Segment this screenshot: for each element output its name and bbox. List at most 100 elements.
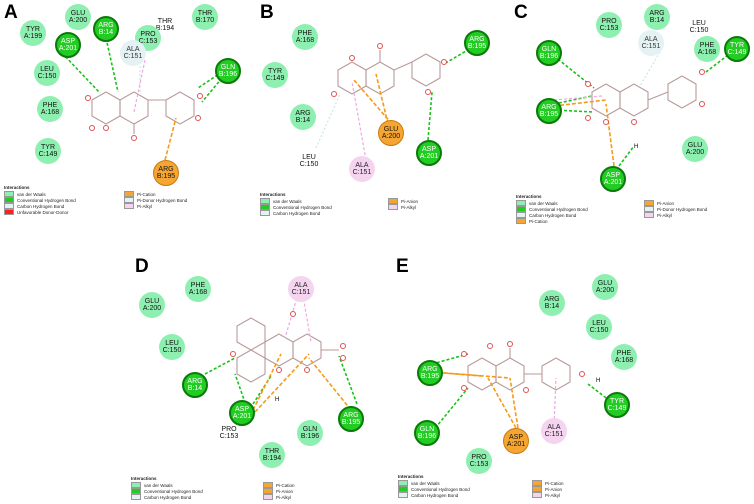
legend-item: Pi-Anion xyxy=(263,488,295,494)
residue-glu-a200: GLU A:200 xyxy=(139,292,165,318)
residue-glu-a200: GLU A:200 xyxy=(65,4,91,30)
panel-b: B PHE A:168 ARG B:195 TYR C:149 ARG B:14… xyxy=(256,0,506,250)
residue-glu-a200: GLU A:200 xyxy=(592,274,618,300)
residue-phe-a168: PHE A:168 xyxy=(37,96,63,122)
residue-pro-c153: PRO C:153 xyxy=(219,425,239,440)
legend-item: Pi-Cation xyxy=(532,480,564,486)
legend-item: Pi-Cation xyxy=(124,191,187,197)
legend-title: Interactions xyxy=(398,474,424,479)
residue-ala-c151: ALA C:151 xyxy=(541,418,567,444)
residue-leu-c150: LEU C:150 xyxy=(299,153,319,168)
legend-title: Interactions xyxy=(260,192,286,197)
residue-arg-b195: ARG B:195 xyxy=(338,406,364,432)
residue-pro-c153: PRO C:153 xyxy=(596,12,622,38)
legend-title: Interactions xyxy=(4,185,30,190)
residue-arg-b14: ARG B:14 xyxy=(539,290,565,316)
residue-ala-c151: ALA C:151 xyxy=(288,276,314,302)
residue-leu-c150: LEU C:150 xyxy=(689,19,709,34)
legend: Interactions van der Waals Conventional … xyxy=(260,192,490,216)
residue-ala-c151: ALA C:151 xyxy=(349,156,375,182)
residue-thr-b170: THR B:170 xyxy=(192,4,218,30)
residue-thr-b194: THR B:194 xyxy=(259,442,285,468)
panel-e: E H GLU A:200 ARG B:14 LEU C:150 PHE A:1… xyxy=(392,254,654,504)
hydrogen-label: H xyxy=(275,397,280,403)
panel-label: C xyxy=(514,2,528,23)
residue-gln-b196: GLN B:196 xyxy=(414,420,440,446)
panel-label: E xyxy=(396,256,409,277)
legend-item: Pi-Donor Hydrogen Bond xyxy=(644,206,707,212)
legend-item: Pi-Alkyl xyxy=(124,203,187,209)
residue-tyr-c149: TYR C:149 xyxy=(604,392,630,418)
legend-item: Conventional Hydrogen Bond xyxy=(516,206,644,212)
legend: Interactions van der Waals Conventional … xyxy=(131,476,371,500)
panel-label: A xyxy=(4,2,18,23)
residue-arg-b14: ARG B:14 xyxy=(182,372,208,398)
legend-item: van der Waals xyxy=(516,200,644,206)
legend-item: Pi-Alkyl xyxy=(263,494,295,500)
legend-item: Carbon Hydrogen Bond xyxy=(516,212,644,218)
residue-leu-c150: LEU C:150 xyxy=(586,314,612,340)
molecule-diagram xyxy=(553,51,733,171)
residue-ala-c151: ALA C:151 xyxy=(638,30,664,56)
residue-arg-b14: ARG B:14 xyxy=(290,104,316,130)
residue-gln-b196: GLN B:196 xyxy=(297,420,323,446)
legend-item: Pi-Alkyl xyxy=(388,204,418,210)
legend-item: Conventional Hydrogen Bond xyxy=(398,486,532,492)
legend-item: Pi-Anion xyxy=(644,200,707,206)
panel-label: B xyxy=(260,2,274,23)
legend-item: Pi-Cation xyxy=(516,218,644,224)
legend-item: Conventional Hydrogen Bond xyxy=(131,488,263,494)
residue-phe-a168: PHE A:168 xyxy=(611,344,637,370)
residue-asp-a201: ASP A:201 xyxy=(503,428,529,454)
hydrogen-label: H xyxy=(596,378,601,384)
residue-gln-b196: GLN B:196 xyxy=(215,58,241,84)
legend-item: van der Waals xyxy=(260,198,388,204)
legend-item: Conventional Hydrogen Bond xyxy=(260,204,388,210)
residue-tyr-c149: TYR C:149 xyxy=(35,138,61,164)
molecule-diagram xyxy=(204,283,358,413)
legend-item: Pi-Anion xyxy=(532,486,564,492)
residue-glu-a200: GLU A:200 xyxy=(682,136,708,162)
residue-arg-b195: ARG B:195 xyxy=(464,30,490,56)
legend-item: Pi-Alkyl xyxy=(644,212,707,218)
legend-item: van der Waals xyxy=(398,480,532,486)
residue-glu-a200: GLU A:200 xyxy=(378,120,404,146)
molecule-diagram xyxy=(61,37,223,161)
legend-title: Interactions xyxy=(516,194,542,199)
residue-asp-a201: ASP A:201 xyxy=(600,166,626,192)
residue-phe-a168: PHE A:168 xyxy=(185,276,211,302)
legend-item: Carbon Hydrogen Bond xyxy=(260,210,388,216)
legend-item: Pi-Alkyl xyxy=(532,492,564,498)
legend-item: Pi-Donor Hydrogen Bond xyxy=(124,197,187,203)
residue-tyr-c149: TYR C:149 xyxy=(724,36,750,62)
residue-gln-b196: GLN B:196 xyxy=(536,40,562,66)
legend: Interactions van der Waals Conventional … xyxy=(4,185,234,215)
residue-phe-a168: PHE A:168 xyxy=(292,24,318,50)
legend-item: Pi-Anion xyxy=(388,198,418,204)
panel-a: A GLU A:200 TYR A:199 ARG B:14 ASP A:201… xyxy=(0,0,250,250)
legend-item: van der Waals xyxy=(131,482,263,488)
residue-tyr-a199: TYR A:199 xyxy=(20,20,46,46)
hydrogen-label: H xyxy=(634,144,639,150)
legend-item: Unfavorable Donor-Donor xyxy=(4,209,124,215)
legend-title: Interactions xyxy=(131,476,157,481)
residue-tyr-c149: TYR C:149 xyxy=(262,62,288,88)
residue-arg-b195: ARG B:195 xyxy=(536,98,562,124)
residue-leu-c150: LEU C:150 xyxy=(34,60,60,86)
legend-item: Conventional Hydrogen Bond xyxy=(4,197,124,203)
residue-asp-a201: ASP A:201 xyxy=(416,140,442,166)
legend: Interactions van der Waals Conventional … xyxy=(398,474,638,498)
residue-pro-c153: PRO C:153 xyxy=(466,448,492,474)
legend: Interactions van der Waals Conventional … xyxy=(516,194,746,224)
residue-phe-a168: PHE A:168 xyxy=(694,36,720,62)
legend-item: Pi-Cation xyxy=(263,482,295,488)
legend-item: Carbon Hydrogen Bond xyxy=(398,492,532,498)
residue-asp-a201: ASP A:201 xyxy=(55,32,81,58)
residue-arg-b14: ARG B:14 xyxy=(93,16,119,42)
residue-leu-c150: LEU C:150 xyxy=(159,334,185,360)
residue-arg-b195: ARG B:195 xyxy=(417,360,443,386)
panel-d: D H PHE A:168 ALA C:151 GLU A:200 LEU C:… xyxy=(125,254,385,504)
legend-item: Carbon Hydrogen Bond xyxy=(4,203,124,209)
legend-item: van der Waals xyxy=(4,191,124,197)
residue-ala-c151: ALA C:151 xyxy=(120,40,146,66)
